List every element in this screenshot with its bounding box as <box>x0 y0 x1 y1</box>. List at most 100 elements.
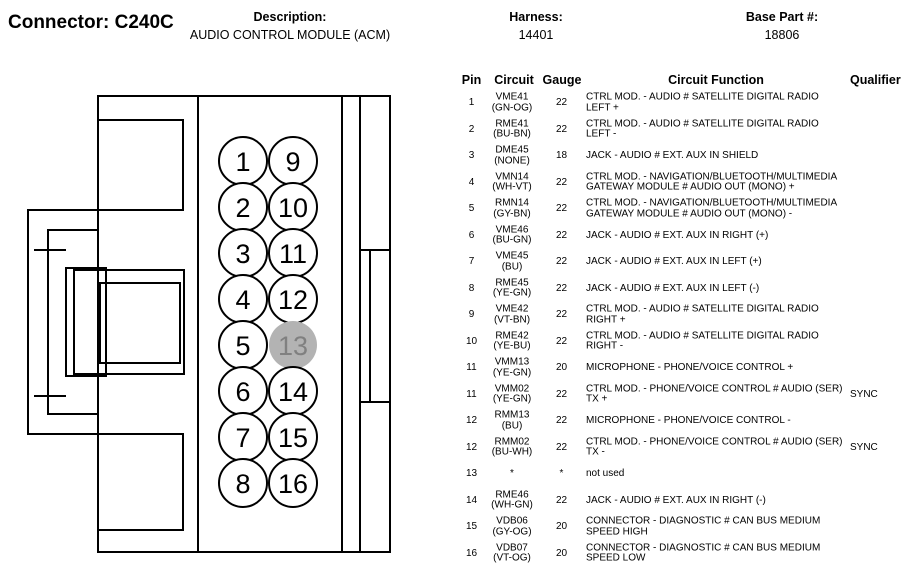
gauge-cell: 22 <box>555 123 568 135</box>
gauge-cell: 22 <box>555 96 568 108</box>
pin-2-label: 2 <box>235 193 250 223</box>
pin-cell: 16 <box>465 547 478 559</box>
pin-cell: 12 <box>465 414 478 426</box>
pin-cell: 4 <box>468 176 475 188</box>
circuit-cell: DME45(NONE) <box>494 144 530 166</box>
function-cell: MICROPHONE - PHONE/VOICE CONTROL - <box>586 414 791 426</box>
circuit-cell: VDB07(VT-OG) <box>493 542 531 564</box>
gauge-cell: 20 <box>555 520 568 532</box>
circuit-cell: VMM02(YE-GN) <box>492 383 532 405</box>
table-row: 13 * * not used <box>450 461 910 487</box>
circuit-cell: RME45(YE-GN) <box>492 277 532 299</box>
circuit-cell: * <box>510 467 514 479</box>
harness-value: 14401 <box>518 28 554 42</box>
function-cell: CTRL MOD. - AUDIO # SATELLITE DIGITAL RA… <box>586 303 819 325</box>
pin-14-label: 14 <box>278 377 308 407</box>
pin-12-label: 12 <box>278 285 308 315</box>
pin-cell: 12 <box>465 441 478 453</box>
circuit-cell: RMM13(BU) <box>494 409 530 431</box>
pin-4-label: 4 <box>235 285 250 315</box>
pin-cell: 3 <box>468 149 475 161</box>
pin-13-circle <box>269 321 317 369</box>
table-row: 9 VME42(VT-BN) 22 CTRL MOD. - AUDIO # SATEL… <box>450 302 910 328</box>
col-header-circuit: Circuit <box>494 73 534 87</box>
gauge-cell: 18 <box>555 149 568 161</box>
pin-10-label: 10 <box>278 193 308 223</box>
function-cell: JACK - AUDIO # EXT. AUX IN LEFT (+) <box>586 255 762 267</box>
col-header-gauge: Gauge <box>542 73 582 87</box>
description-value: AUDIO CONTROL MODULE (ACM) <box>189 28 391 42</box>
qualifier-cell: SYNC <box>850 441 878 453</box>
pin-6-label: 6 <box>235 377 250 407</box>
circuit-cell: RME46(WH-GN) <box>491 489 533 511</box>
pin-cell: 7 <box>468 255 475 267</box>
function-cell: JACK - AUDIO # EXT. AUX IN LEFT (-) <box>586 282 760 294</box>
pin-cell: 15 <box>465 520 478 532</box>
pin-cell: 2 <box>468 123 475 135</box>
pin-7-label: 7 <box>235 423 250 453</box>
qualifier-cell: SYNC <box>850 388 878 400</box>
gauge-cell: 22 <box>555 282 568 294</box>
function-cell: MICROPHONE - PHONE/VOICE CONTROL + <box>586 361 794 373</box>
function-cell: not used <box>586 467 625 479</box>
circuit-cell: RME42(YE-BU) <box>493 330 531 352</box>
function-cell: CTRL MOD. - NAVIGATION/BLUETOOTH/MULTIME… <box>586 171 838 193</box>
pin-3-label: 3 <box>235 239 250 269</box>
function-cell: JACK - AUDIO # EXT. AUX IN SHIELD <box>586 149 759 161</box>
pin-8-circle <box>218 458 268 508</box>
pin-16-circle <box>268 458 318 508</box>
pin-13-label: 13 <box>278 331 308 361</box>
circuit-cell: VME45(BU) <box>495 250 529 272</box>
gauge-cell: 22 <box>555 494 568 506</box>
pin-16-label: 16 <box>278 469 308 499</box>
function-cell: CTRL MOD. - AUDIO # SATELLITE DIGITAL RA… <box>586 118 819 140</box>
base-part-value: 18806 <box>764 28 800 42</box>
table-row: 3 DME45(NONE) 18 JACK - AUDIO # EXT. AUX IN… <box>450 143 910 169</box>
pin-cell: 10 <box>465 335 478 347</box>
function-cell: CTRL MOD. - PHONE/VOICE CONTROL # AUDIO … <box>586 383 843 405</box>
pin-cell: 11 <box>466 361 477 373</box>
gauge-cell: 22 <box>555 176 568 188</box>
circuit-cell: VMN14(WH-VT) <box>492 171 532 193</box>
description-label: Description: <box>253 10 327 24</box>
function-cell: CTRL MOD. - AUDIO # SATELLITE DIGITAL RA… <box>586 91 819 113</box>
col-header-function: Circuit Function <box>668 73 764 87</box>
circuit-cell: VME42(VT-BN) <box>493 303 531 325</box>
gauge-cell: 20 <box>555 547 568 559</box>
pin-cell: 9 <box>468 308 475 320</box>
gauge-cell: 22 <box>555 229 568 241</box>
gauge-cell: 22 <box>555 388 568 400</box>
pin-cell: 5 <box>468 202 475 214</box>
gauge-cell: 20 <box>555 361 568 373</box>
gauge-cell: * <box>559 467 564 479</box>
pin-9-label: 9 <box>285 147 300 177</box>
base-part-block: Base Part #: 18806 <box>712 8 852 44</box>
description-block: Description: AUDIO CONTROL MODULE (ACM) <box>170 8 410 44</box>
pin-5-label: 5 <box>235 331 250 361</box>
pin-11-label: 11 <box>279 239 307 269</box>
connector-housing <box>27 95 391 553</box>
connector-title: Connector: C240C <box>8 12 174 33</box>
gauge-cell: 22 <box>555 308 568 320</box>
pin-1-label: 1 <box>235 147 250 177</box>
circuit-cell: VDB06(GY-OG) <box>492 515 532 537</box>
pin-cell: 1 <box>468 96 475 108</box>
circuit-cell: VMM13(YE-GN) <box>492 356 532 378</box>
table-row: 4 VMN14(WH-VT) 22 CTRL MOD. - NAVIGATION/BL… <box>450 170 910 196</box>
table-row: 11 VMM13(YE-GN) 20 MICROPHONE - PHONE/VOICE… <box>450 355 910 381</box>
circuit-cell: VME46(BU-GN) <box>492 224 532 246</box>
function-cell: CTRL MOD. - NAVIGATION/BLUETOOTH/MULTIME… <box>586 197 838 219</box>
pin-cell: 13 <box>465 467 478 479</box>
col-header-qualifier: Qualifier <box>850 73 901 87</box>
